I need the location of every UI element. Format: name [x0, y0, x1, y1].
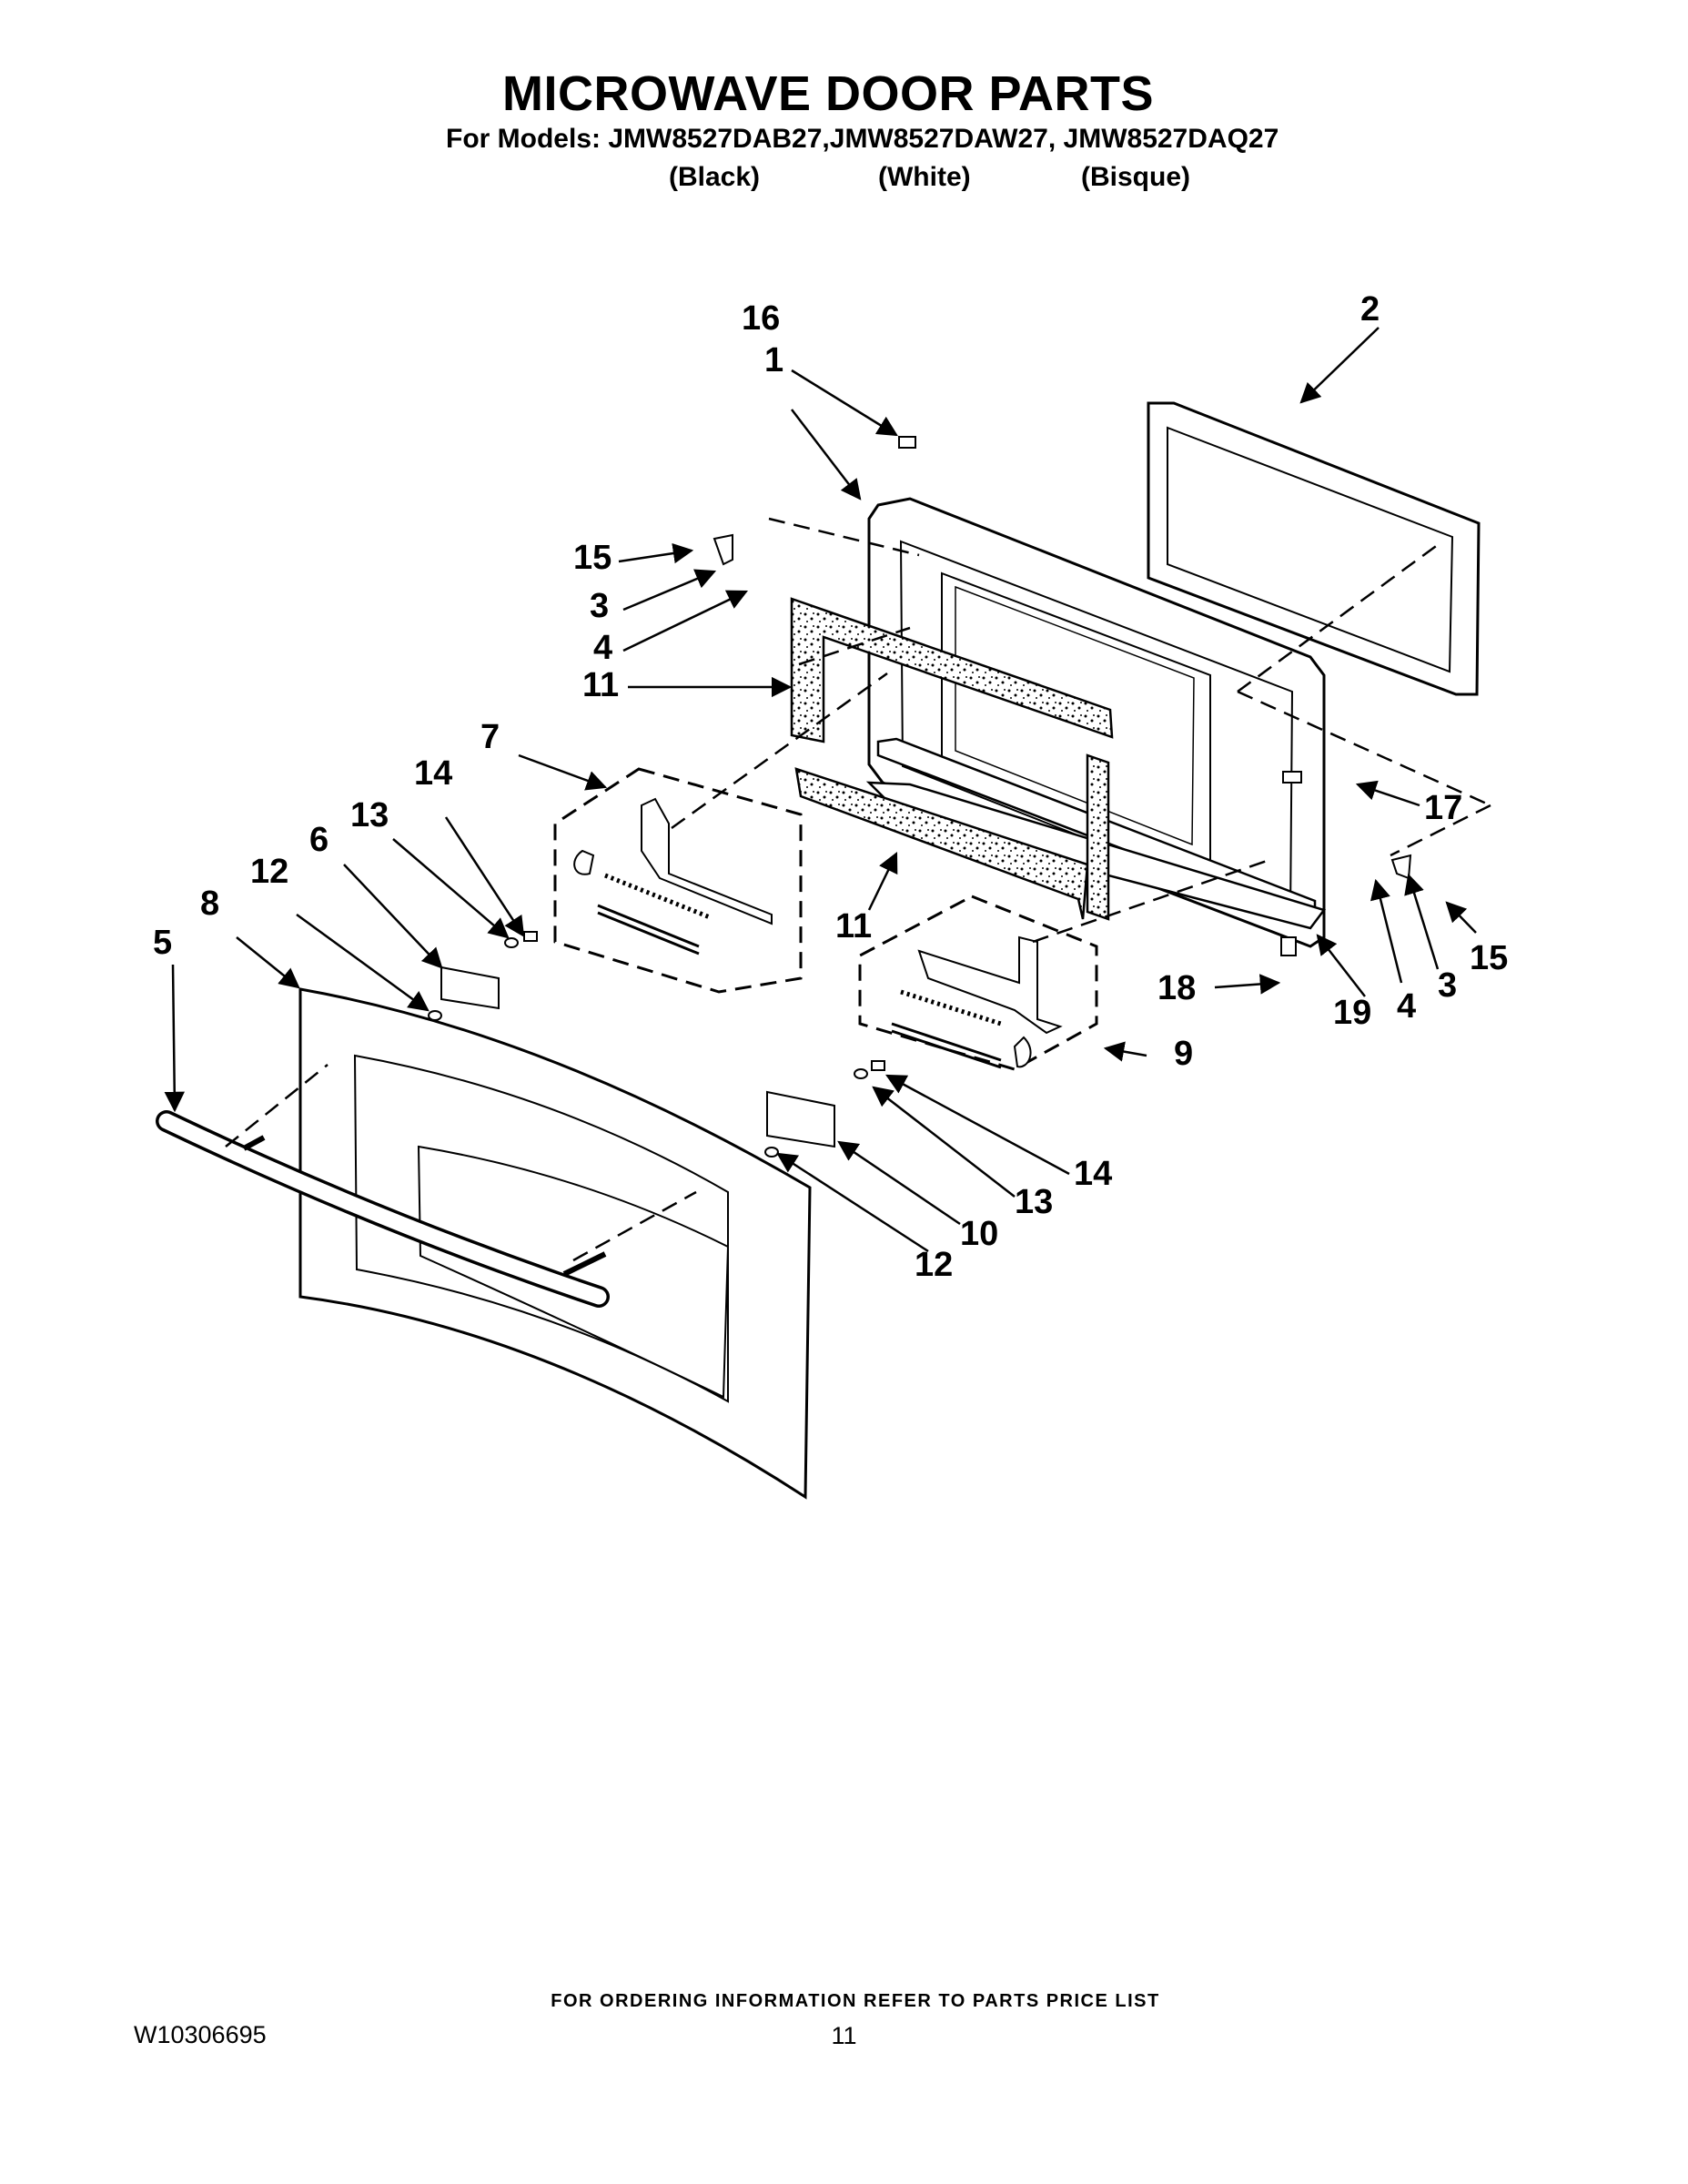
callout-labels: 16 1 2 15 3 4 11 7 14 13 6 12 8 5 11 17 … — [153, 290, 1508, 1284]
window-frame-part — [1147, 401, 1481, 696]
color-label-white: (White) — [878, 162, 971, 192]
callout-8: 8 — [200, 885, 219, 923]
callout-4-right: 4 — [1397, 987, 1416, 1026]
hinge-assembly-left — [553, 767, 803, 994]
callout-2: 2 — [1360, 290, 1380, 329]
hinge-assembly-right — [858, 895, 1098, 1071]
document-number: W10306695 — [134, 2021, 267, 2048]
callout-leaders — [164, 327, 1477, 1253]
callout-12-right: 12 — [915, 1246, 953, 1284]
callout-13-right: 13 — [1015, 1183, 1053, 1221]
callout-14-right: 14 — [1074, 1155, 1112, 1193]
callout-14-left: 14 — [414, 754, 452, 793]
callout-13-left: 13 — [350, 796, 389, 834]
ordering-note: FOR ORDERING INFORMATION REFER TO PARTS … — [551, 1991, 1160, 2011]
callout-18: 18 — [1157, 969, 1196, 1007]
page-number: 11 — [831, 2022, 857, 2049]
assembly-lines — [225, 517, 1491, 1262]
callout-9: 9 — [1174, 1035, 1193, 1073]
callout-15-left: 15 — [573, 539, 612, 577]
callout-3-right: 3 — [1438, 966, 1457, 1005]
callout-1: 1 — [764, 341, 783, 379]
model-list: For Models: JMW8527DAB27,JMW8527DAW27, J… — [446, 124, 1279, 154]
callout-3-left: 3 — [590, 587, 609, 625]
callout-10: 10 — [960, 1215, 998, 1253]
callout-7: 7 — [480, 718, 500, 756]
callout-6: 6 — [309, 821, 329, 859]
callout-15-right: 15 — [1470, 939, 1508, 977]
callout-16: 16 — [742, 299, 780, 338]
callout-12-left: 12 — [250, 853, 288, 891]
color-label-black: (Black) — [669, 162, 761, 192]
door-gasket-part — [790, 597, 1114, 921]
outer-door-panel-part — [298, 987, 812, 1500]
page-title: MICROWAVE DOOR PARTS — [501, 66, 1154, 121]
hardware-parts — [428, 436, 1412, 1158]
callout-4-left: 4 — [593, 629, 612, 667]
color-label-bisque: (Bisque) — [1081, 162, 1190, 192]
door-handle-part — [156, 1110, 610, 1308]
callout-19: 19 — [1333, 994, 1371, 1032]
callout-11-lower: 11 — [835, 907, 872, 945]
callout-17: 17 — [1424, 789, 1462, 827]
callout-11-upper: 11 — [582, 666, 619, 704]
callout-5: 5 — [153, 924, 172, 962]
